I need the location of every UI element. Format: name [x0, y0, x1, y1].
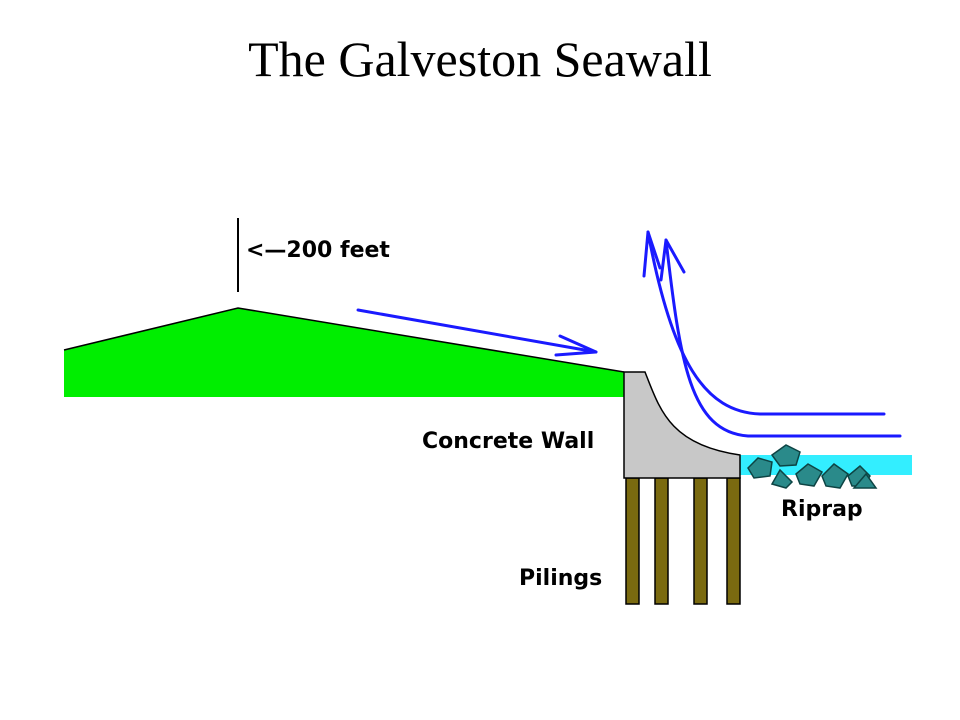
piling — [726, 477, 741, 605]
pilings-label: Pilings — [519, 566, 602, 591]
rock — [821, 463, 849, 489]
overtopping-flow-arrow — [356, 308, 598, 357]
rock — [747, 457, 773, 479]
pilings — [625, 477, 741, 605]
concrete-wall — [623, 371, 741, 479]
riprap-rocks — [747, 444, 878, 489]
distance-label: <—200 feet — [246, 238, 390, 263]
land-dune — [64, 308, 624, 397]
riprap-label: Riprap — [781, 497, 863, 522]
wave-deflection-arrows — [642, 230, 902, 438]
concrete-wall-label: Concrete Wall — [422, 429, 594, 454]
dune-surface-line — [63, 307, 625, 373]
piling — [654, 477, 669, 605]
piling — [625, 477, 640, 605]
rock — [770, 468, 794, 489]
page-title: The Galveston Seawall — [248, 31, 712, 87]
rock — [795, 463, 824, 487]
piling — [693, 477, 708, 605]
rock — [770, 444, 801, 467]
rock — [852, 472, 878, 489]
